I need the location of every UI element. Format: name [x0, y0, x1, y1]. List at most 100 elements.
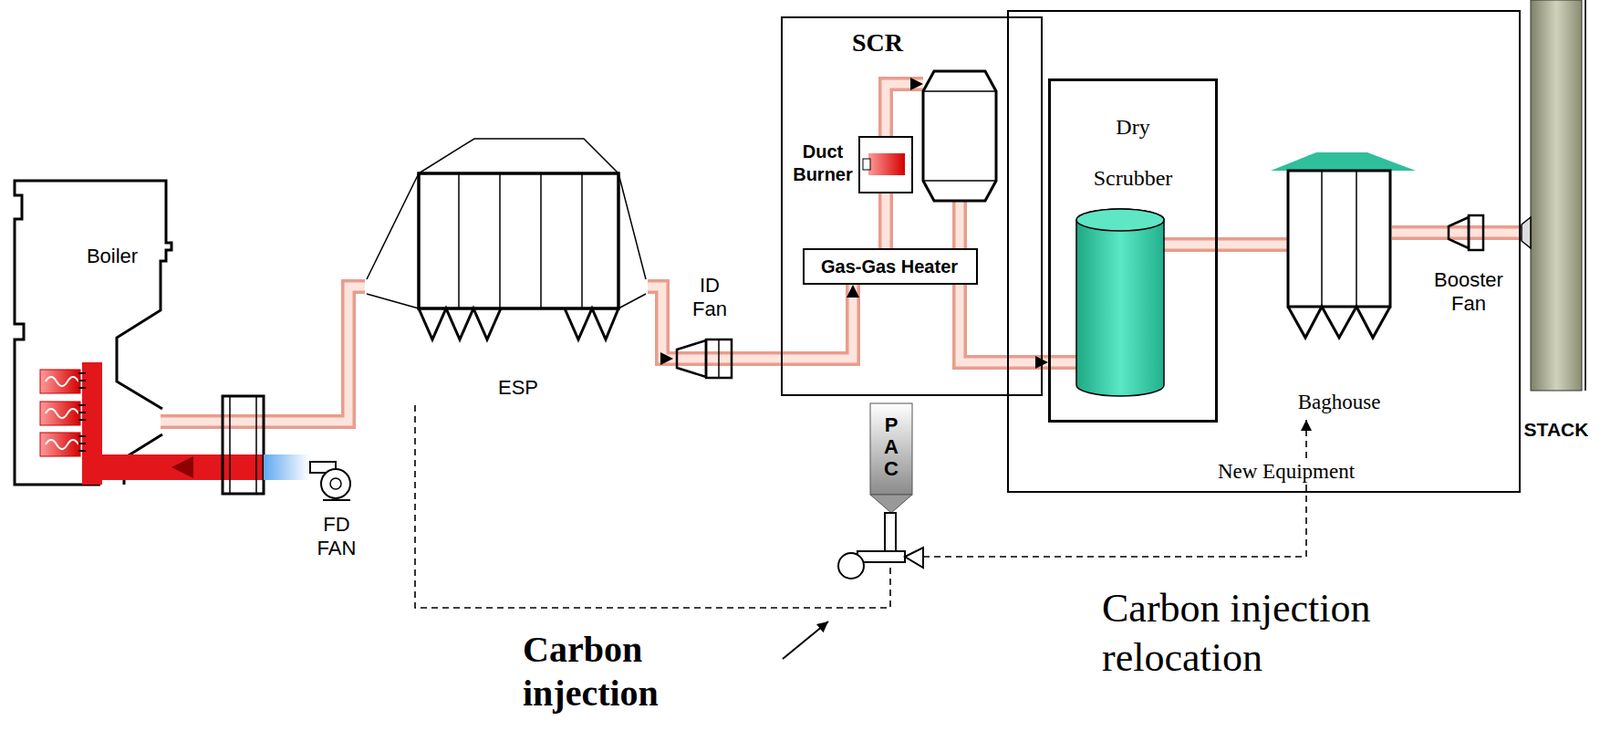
node-label: Dry Scrubber [1081, 101, 1185, 204]
duct-pipe [673, 351, 747, 366]
baghouse-symbol [1270, 152, 1416, 171]
node-label: ESP [472, 375, 564, 400]
pac-blower [904, 547, 924, 568]
gas-gas-heater: Gas-Gas Heater [802, 248, 978, 285]
duct-pipe [160, 417, 172, 426]
baghouse-symbol [1288, 170, 1391, 307]
carbon-injection-line [890, 419, 1307, 557]
duct-path [1217, 240, 1289, 250]
pac-hopper: PAC [870, 403, 913, 513]
esp-precipitator [418, 308, 619, 340]
duct-wall [1217, 237, 1289, 252]
duct-pipe [885, 83, 924, 137]
pac-silo [870, 403, 913, 513]
fd-fan-symbol [330, 477, 342, 489]
boiler-outline [14, 180, 172, 485]
duct-path [415, 401, 891, 608]
baghouse-symbol [1321, 170, 1357, 307]
burner-flame [78, 373, 86, 451]
duct-pipe [1048, 358, 1079, 367]
stack-column [1521, 0, 1586, 391]
node-label: STACK [1521, 417, 1591, 442]
duct-pipe [1048, 354, 1079, 370]
fd-fan-symbol [322, 498, 351, 501]
boiler: Boiler [14, 180, 172, 486]
boiler-outline [100, 454, 172, 480]
node-label: New Equipment [1208, 458, 1364, 485]
flue-duct [885, 193, 887, 249]
node-label: Boiler [71, 244, 154, 269]
booster-fan-symbol [1468, 215, 1484, 250]
node-label: FD FAN [313, 512, 360, 561]
boiler-outline [14, 180, 172, 485]
esp-precipitator [458, 173, 582, 309]
duct-pipe [1162, 240, 1218, 250]
burner-flame [40, 401, 81, 426]
burner-flame [45, 408, 79, 418]
node-label: SCR [836, 27, 919, 59]
duct-pipe [673, 354, 747, 364]
duct-burner: Duct Burner [788, 136, 915, 194]
pac-blower [884, 512, 896, 551]
callout-label: Carbon injection relocation [1101, 583, 1467, 683]
flue-duct [1392, 232, 1431, 234]
duct-wall [746, 284, 853, 359]
duct-wall [959, 284, 1049, 363]
scr-reactor [923, 71, 997, 201]
duct-pipe [955, 198, 965, 249]
duct-pipe [885, 83, 924, 137]
baghouse: Baghouse [1288, 150, 1393, 420]
pac-silo [870, 403, 913, 495]
duct-path [959, 284, 1049, 363]
pac-blower [857, 550, 905, 562]
duct-path [882, 193, 891, 249]
leader-line [782, 621, 829, 659]
stack-column [1530, 0, 1582, 391]
scr-reactor [923, 71, 997, 201]
flue-duct [746, 284, 853, 359]
duct-burner-symbol [859, 136, 913, 193]
fd-fan-symbol [310, 461, 351, 500]
id-fan: ID Fan [673, 273, 747, 384]
burner-flame [45, 439, 79, 449]
esp-precipitator [366, 138, 646, 340]
duct-wall [878, 193, 894, 249]
burner-flame [40, 432, 81, 457]
id-fan-symbol [676, 339, 732, 378]
booster-fan-symbol [1448, 217, 1469, 249]
duct-wall [647, 286, 674, 359]
duct-path [746, 284, 853, 359]
flue-duct [1217, 244, 1289, 246]
duct-pipe [952, 198, 967, 249]
flue-duct [959, 284, 1049, 363]
air-heater [222, 395, 264, 494]
scr-region: SCR Duct BurnerGas-Gas Heater [780, 16, 1043, 396]
air-heater [222, 395, 264, 494]
node-label: ID Fan [688, 273, 731, 322]
id-fan-symbol [717, 339, 720, 378]
duct-burner-symbol [862, 158, 871, 170]
scr-reactor [923, 91, 997, 181]
duct-burner-symbol [868, 153, 905, 176]
pac-blower [838, 512, 924, 579]
new-equipment-region: New Equipment Dry Scrubber Baghouse Booster… [1007, 10, 1521, 493]
duct-path [171, 286, 365, 422]
duct-path [171, 454, 309, 480]
stack-column [1521, 217, 1531, 249]
air-heater [229, 395, 257, 494]
esp-precipitator [366, 173, 646, 309]
cold-air-duct [263, 454, 310, 480]
scrubber-vessel [1076, 208, 1164, 231]
dry-scrubber: Dry Scrubber [1048, 78, 1218, 423]
scrubber-vessel [1076, 208, 1164, 396]
booster-fan: Booster Fan [1430, 215, 1507, 327]
duct-path [647, 286, 674, 359]
duct-wall [171, 286, 365, 422]
esp-precipitator [418, 138, 619, 174]
id-fan-symbol [706, 339, 732, 378]
burner-flame [45, 376, 79, 386]
fd-fan-symbol [321, 468, 351, 499]
duct-pipe [160, 414, 172, 429]
